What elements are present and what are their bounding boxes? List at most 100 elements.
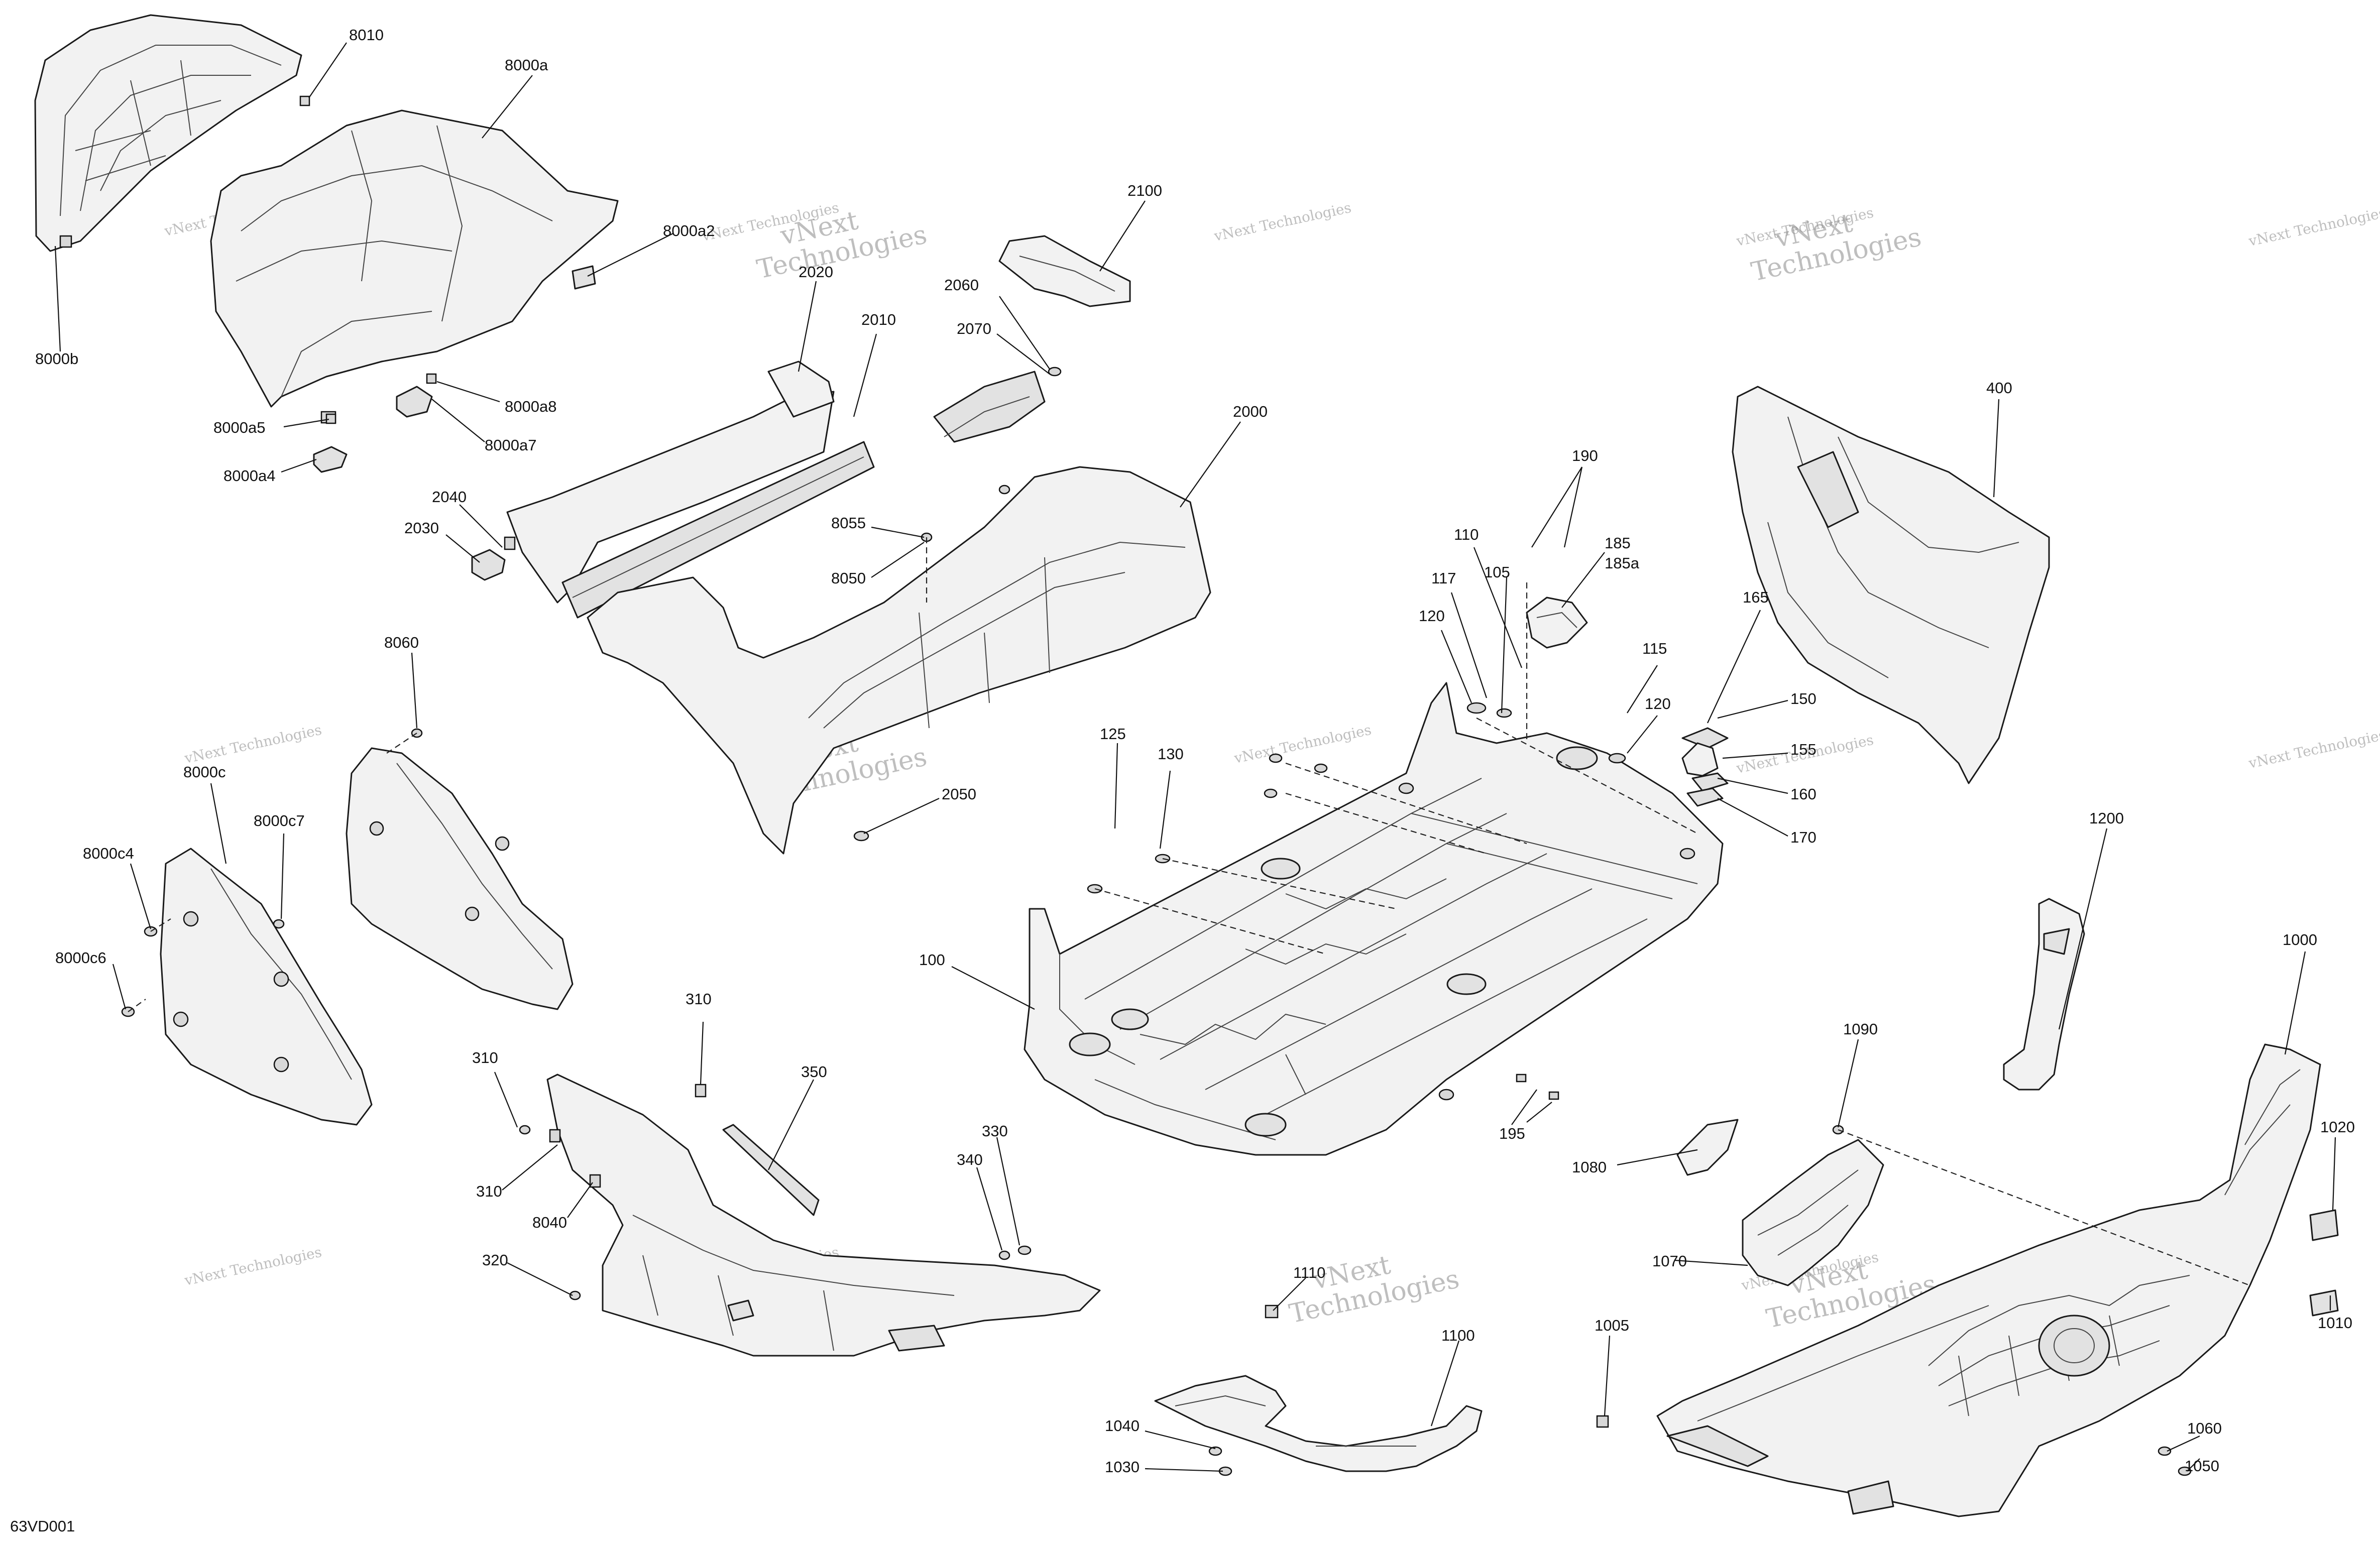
- callout-labels: 8010 8000a 8000a2 8000b 8000a8 8000a5 80…: [10, 26, 2355, 1535]
- callout-8000a7: 8000a7: [485, 436, 536, 454]
- strip-350: [722, 1124, 820, 1216]
- panel-2020: [506, 361, 835, 604]
- bracket-2100: [998, 235, 1131, 307]
- bracket-stack-150-170: [1681, 727, 1729, 807]
- callout-2060: 2060: [944, 276, 979, 294]
- seat-hardware-group: [299, 95, 596, 473]
- reflector-1010: [2309, 1289, 2339, 1317]
- bracket-1070: [1742, 1139, 1884, 1286]
- callout-2100: 2100: [1127, 182, 1162, 199]
- watermark-3: vNext Technologies: [1212, 199, 1353, 245]
- callout-8000a5: 8000a5: [213, 419, 265, 436]
- callout-8055: 8055: [831, 514, 866, 532]
- callout-160: 160: [1790, 785, 1817, 803]
- callout-400: 400: [1986, 379, 2012, 397]
- callout-350: 350: [801, 1063, 827, 1081]
- watermark-7: vNext Technologies: [1232, 722, 1373, 767]
- callout-310-c: 310: [476, 1182, 502, 1200]
- callout-310-b: 310: [472, 1049, 498, 1066]
- callout-2010: 2010: [861, 311, 896, 328]
- callout-165: 165: [1743, 588, 1769, 606]
- callout-8000a8: 8000a8: [505, 398, 556, 415]
- trim-1200: [2003, 898, 2085, 1091]
- callout-1060: 1060: [2187, 1419, 2222, 1437]
- callout-8060: 8060: [384, 634, 419, 651]
- callout-195: 195: [1499, 1125, 1525, 1142]
- watermark-9: vNext Technologies: [2247, 727, 2380, 772]
- watermark-text: vNext Technologies: [2247, 204, 2380, 250]
- callout-320: 320: [482, 1251, 508, 1269]
- callout-1010: 1010: [2318, 1314, 2352, 1332]
- callout-1040: 1040: [1105, 1417, 1140, 1435]
- side-panel-2000: [587, 371, 1211, 855]
- callout-190: 190: [1572, 447, 1598, 464]
- watermark-6: vNext Technologies: [183, 722, 323, 767]
- callout-8000a: 8000a: [505, 56, 548, 74]
- callout-8010: 8010: [349, 26, 384, 44]
- callout-8000a2: 8000a2: [663, 222, 715, 240]
- clip-group-2030-2040: [471, 536, 516, 581]
- callout-130: 130: [1158, 745, 1184, 763]
- callout-8000c6: 8000c6: [55, 949, 106, 967]
- callout-185a: 185a: [1605, 554, 1640, 572]
- callout-120-b: 120: [1645, 695, 1671, 713]
- callout-8000b: 8000b: [35, 350, 78, 368]
- clip-1080: [1676, 1119, 1739, 1176]
- callout-1100: 1100: [1441, 1327, 1475, 1344]
- callout-115: 115: [1642, 640, 1667, 657]
- callout-1000: 1000: [2283, 931, 2317, 948]
- callout-1200: 1200: [2089, 809, 2124, 827]
- watermark-text: vNext Technologies: [183, 1244, 323, 1289]
- callout-2000: 2000: [1233, 403, 1268, 420]
- watermark-text: vNext Technologies: [1232, 722, 1373, 767]
- callout-1110: 1110: [1293, 1264, 1325, 1281]
- side-panel-8060: [346, 747, 574, 1010]
- side-panel-8000c: [160, 848, 373, 1126]
- callout-2030: 2030: [404, 519, 439, 537]
- parts-layer: [34, 14, 2339, 1517]
- callout-125: 125: [1100, 725, 1126, 743]
- callout-170: 170: [1790, 828, 1817, 846]
- callout-330: 330: [982, 1122, 1008, 1140]
- lower-panel-310: [546, 1074, 1101, 1357]
- watermark-text: vNext Technologies: [2247, 727, 2380, 772]
- callout-100: 100: [919, 951, 945, 969]
- watermark-10: vNext Technologies: [183, 1244, 323, 1289]
- callout-8050: 8050: [831, 569, 866, 587]
- callout-310-a: 310: [686, 990, 712, 1008]
- watermark-text: vNext Technologies: [183, 722, 323, 767]
- seat-cushion-8000a: [210, 109, 619, 424]
- callout-1030: 1030: [1105, 1458, 1140, 1476]
- callout-2070: 2070: [957, 320, 991, 337]
- seat-back-frame-8000b: [34, 14, 302, 252]
- watermark-layer: vNext Technologies vNext Technologies vN…: [163, 194, 2380, 1335]
- callout-105: 105: [1484, 563, 1510, 581]
- callout-8000c4: 8000c4: [83, 845, 134, 862]
- front-fascia-1000: [1656, 1043, 2321, 1517]
- callout-1070: 1070: [1652, 1252, 1687, 1270]
- leader-lines: [54, 42, 2336, 1472]
- watermark-5: vNext Technologies: [2247, 204, 2380, 250]
- callout-185: 185: [1605, 534, 1631, 552]
- callout-150: 150: [1790, 690, 1817, 707]
- callout-8000a4: 8000a4: [223, 467, 275, 485]
- diagram-code: 63VD001: [10, 1517, 75, 1535]
- callout-1005: 1005: [1595, 1317, 1629, 1334]
- callout-1020: 1020: [2320, 1118, 2355, 1136]
- callout-8000c: 8000c: [183, 763, 225, 781]
- callout-1050: 1050: [2185, 1457, 2219, 1475]
- callout-2040: 2040: [432, 488, 467, 506]
- bracket-185: [1526, 597, 1588, 649]
- trim-strip-2010: [561, 441, 875, 619]
- callout-8000c7: 8000c7: [254, 812, 305, 829]
- callout-1090: 1090: [1843, 1020, 1878, 1038]
- front-side-panel-400: [1732, 386, 2050, 784]
- callout-2050: 2050: [942, 785, 976, 803]
- floor-pan-100: [1024, 682, 1724, 1156]
- callout-8040: 8040: [532, 1214, 567, 1231]
- callout-340: 340: [957, 1151, 983, 1168]
- callout-155: 155: [1790, 741, 1817, 758]
